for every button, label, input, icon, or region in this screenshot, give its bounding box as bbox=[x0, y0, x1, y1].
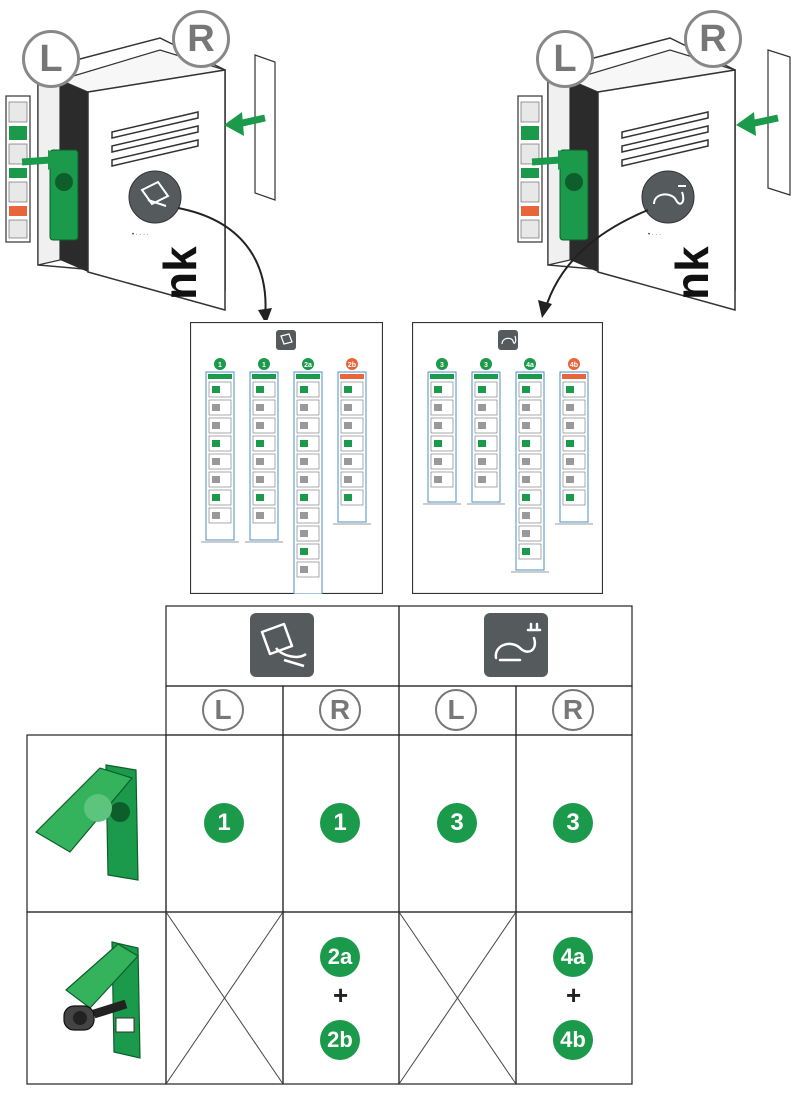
plus-sign: + bbox=[566, 980, 582, 1010]
step-badge: 2b bbox=[320, 1020, 360, 1060]
column-label-socket-R: R bbox=[319, 689, 361, 731]
not-applicable-mark-left-cable bbox=[398, 911, 517, 1085]
sticker-strip bbox=[5, 95, 31, 243]
sticker-strip bbox=[517, 95, 543, 243]
label-right-unit-L: L bbox=[536, 30, 594, 88]
sheet-column-badge bbox=[480, 358, 492, 370]
sheet-column-badge bbox=[302, 358, 314, 370]
sheet-column-label: 3 bbox=[484, 362, 488, 369]
svg-text:• · · ·: • · · · bbox=[648, 232, 661, 238]
sheet-column-label: 3 bbox=[440, 362, 444, 369]
column-label-cable-R: R bbox=[552, 689, 594, 731]
not-applicable-mark-left-socket bbox=[165, 911, 284, 1085]
sheet-column-label: 4b bbox=[570, 362, 578, 369]
step-badge: 2a bbox=[320, 937, 360, 977]
plus-sign: + bbox=[333, 980, 349, 1010]
hand-shutter-icon bbox=[250, 613, 314, 677]
column-label-cable-L: L bbox=[435, 689, 477, 731]
label-right-unit-R: R bbox=[684, 10, 742, 68]
svg-text:• · · · ·: • · · · · bbox=[132, 232, 149, 238]
label-left-unit-L: L bbox=[22, 30, 80, 88]
sheet-column-badge bbox=[524, 358, 536, 370]
green-flap-cable-image bbox=[63, 941, 141, 1059]
sheet-column-label: 1 bbox=[262, 362, 266, 369]
hand-shutter-icon bbox=[140, 180, 170, 207]
column-label-socket-L: L bbox=[202, 689, 244, 731]
cable-plug-icon bbox=[484, 613, 548, 677]
sheet-column-badge bbox=[568, 358, 580, 370]
label-left-unit-R: R bbox=[172, 10, 230, 68]
instruction-sheet-socket: 1 1 2a 2b bbox=[190, 322, 383, 594]
brand-text: nk bbox=[154, 246, 206, 300]
green-flap-socket-image bbox=[35, 764, 139, 881]
cable-plug-icon bbox=[653, 185, 686, 205]
step-badge: 3 bbox=[437, 803, 477, 843]
sheet-column-badge bbox=[436, 358, 448, 370]
step-badge: 1 bbox=[320, 803, 360, 843]
sheet-column-label: 2a bbox=[304, 362, 312, 369]
step-badge: 4a bbox=[553, 937, 593, 977]
illustration-right-unit: • · · · nk bbox=[517, 37, 791, 318]
sheet-column-badge bbox=[346, 358, 358, 370]
sheet-column-badge bbox=[258, 358, 270, 370]
sheet-column-badge bbox=[214, 358, 226, 370]
step-badge: 4b bbox=[553, 1020, 593, 1060]
sheet-column-label: 4a bbox=[526, 362, 534, 369]
instruction-sheet-cable: 3 3 4a 4b bbox=[412, 322, 603, 594]
brand-text: nk bbox=[666, 246, 718, 300]
sheet-column-label: 2b bbox=[348, 362, 356, 369]
sheet-column-label: 1 bbox=[218, 362, 222, 369]
step-badge: 1 bbox=[204, 803, 244, 843]
step-badge: 3 bbox=[553, 803, 593, 843]
